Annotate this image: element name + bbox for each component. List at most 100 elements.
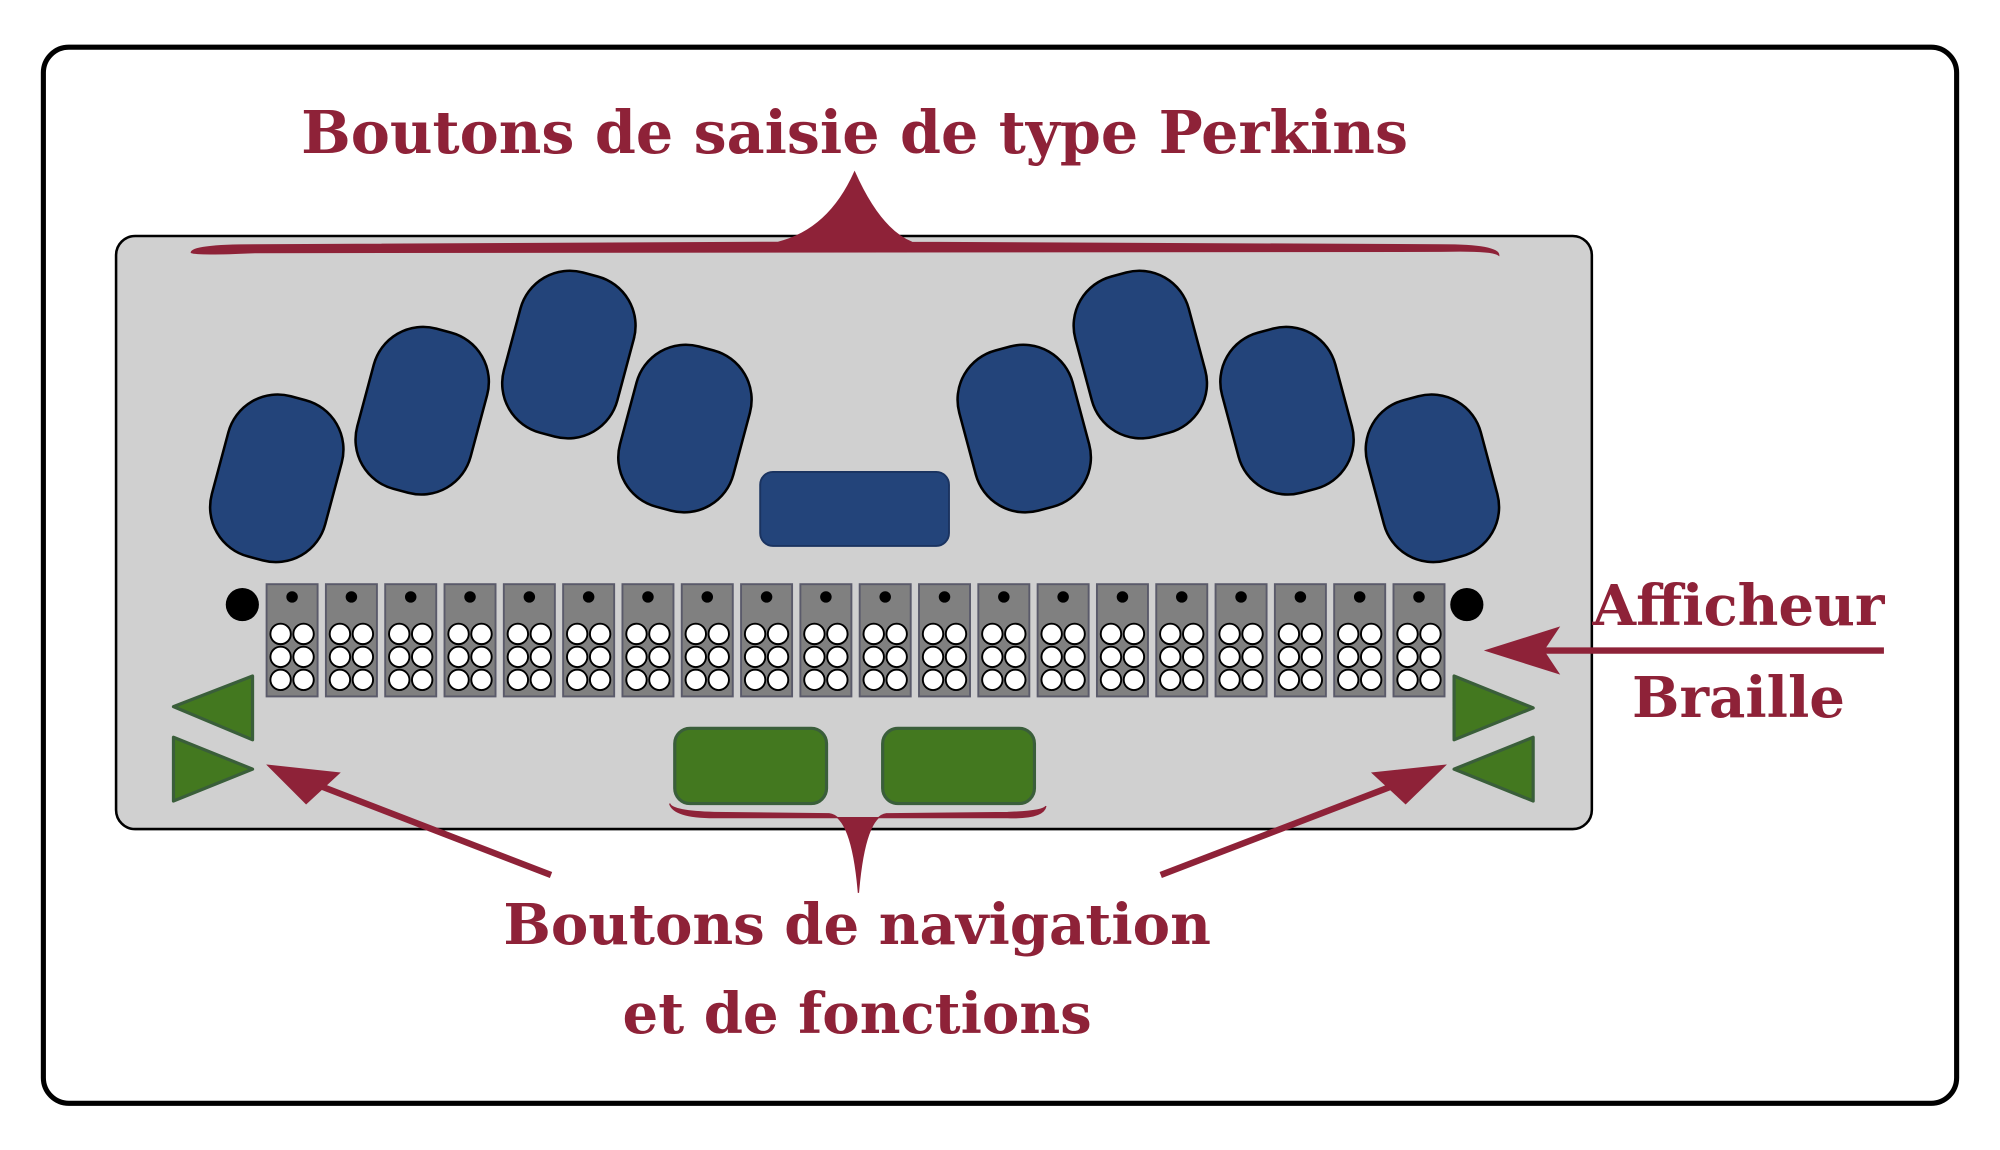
braille-pin (1099, 645, 1123, 669)
perkins-keys (208, 269, 1501, 564)
routing-key (582, 591, 595, 603)
braille-pin (981, 668, 1004, 692)
perkins-key-7 (1219, 325, 1355, 496)
braille-cell (384, 583, 438, 698)
perkins-key-3 (500, 269, 637, 440)
arrow-head-right (1370, 764, 1447, 805)
braille-pin (743, 645, 767, 669)
braille-pin (470, 668, 493, 692)
nav-button-right (881, 726, 1037, 806)
braille-cell (562, 583, 616, 698)
left-arrow-down-button (171, 735, 255, 803)
braille-pin (292, 668, 315, 692)
title-label: Boutons de saisie de type Perkins (301, 98, 1408, 167)
braille-pin (506, 645, 530, 669)
braille-pin (447, 622, 470, 646)
braille-cell (740, 583, 794, 698)
braille-cell (621, 583, 675, 698)
braille-pin (388, 668, 411, 692)
braille-pin (684, 622, 707, 646)
braille-pin (1004, 645, 1027, 669)
braille-pin (648, 622, 671, 646)
routing-key (998, 591, 1010, 603)
braille-cell (1333, 583, 1387, 698)
braille-cell (1214, 583, 1268, 698)
routing-key (1235, 591, 1247, 603)
braille-pin (447, 645, 470, 669)
braille-cell (799, 583, 853, 698)
braille-cells (265, 583, 1446, 698)
braille-pin (921, 622, 945, 646)
braille-cell (324, 583, 378, 698)
perkins-key-8 (1364, 393, 1501, 564)
braille-cell (1095, 583, 1149, 698)
braille-pin (766, 645, 790, 669)
braille-pin (743, 622, 767, 646)
braille-pin (1004, 668, 1027, 692)
braille-pin (1419, 668, 1442, 692)
braille-pin (292, 645, 315, 669)
braille-pin (803, 622, 826, 646)
routing-key (820, 591, 832, 603)
routing-key (1413, 591, 1425, 603)
braille-pin (648, 668, 671, 692)
braille-pin (411, 668, 434, 692)
braille-pin (944, 668, 968, 692)
braille-pin (506, 622, 530, 646)
braille-pin (743, 668, 767, 692)
braille-cell (858, 583, 912, 698)
routing-key (286, 591, 298, 603)
braille-pin (328, 645, 352, 669)
braille-pin (1159, 622, 1182, 646)
braille-cell (443, 583, 497, 698)
routing-key (404, 591, 417, 603)
routing-key (1057, 591, 1069, 603)
perkins-key-2 (354, 325, 491, 496)
braille-pin (1396, 645, 1419, 669)
perkins-key-6 (1072, 269, 1209, 440)
braille-pin (1300, 668, 1324, 692)
braille-pin (826, 668, 849, 692)
braille-pin (1241, 645, 1264, 669)
right-arrow-up-button (1452, 674, 1535, 742)
braille-cell (1392, 583, 1446, 698)
braille-pin (292, 622, 315, 646)
braille-pin (1182, 645, 1205, 669)
braille-pin (1360, 645, 1383, 669)
braille-pin (1063, 622, 1086, 646)
braille-pin (269, 645, 292, 669)
routing-key (345, 591, 358, 603)
routing-key (1294, 591, 1307, 603)
braille-pin (803, 645, 826, 669)
braille-cell (1273, 583, 1327, 698)
nav-label-line2: et de fonctions (623, 981, 1092, 1047)
braille-pin (588, 622, 612, 646)
braille-pin (506, 668, 530, 692)
braille-pin (1122, 645, 1146, 669)
braille-pin (944, 622, 968, 646)
braille-pin (447, 668, 470, 692)
braille-pin (1419, 622, 1442, 646)
routing-key (464, 591, 476, 603)
braille-pin (885, 645, 908, 669)
right-arrow-down-button (1452, 735, 1535, 803)
routing-key (1116, 591, 1129, 603)
braille-pin (1241, 622, 1264, 646)
braille-pin (885, 622, 908, 646)
braille-pin (1300, 645, 1324, 669)
braille-pin (1419, 645, 1442, 669)
display-label-line1: Afficheur (1592, 573, 1886, 639)
braille-pin (411, 645, 434, 669)
braille-pin (470, 622, 493, 646)
top-brace (190, 170, 1500, 257)
braille-pin (1337, 668, 1360, 692)
braille-pin (351, 645, 375, 669)
braille-pin (1218, 622, 1241, 646)
routing-key (523, 591, 536, 603)
braille-pin (981, 622, 1004, 646)
braille-pin (826, 645, 849, 669)
braille-pin (1277, 645, 1301, 669)
routing-key (1176, 591, 1188, 603)
braille-pin (269, 668, 292, 692)
braille-pin (1099, 622, 1123, 646)
